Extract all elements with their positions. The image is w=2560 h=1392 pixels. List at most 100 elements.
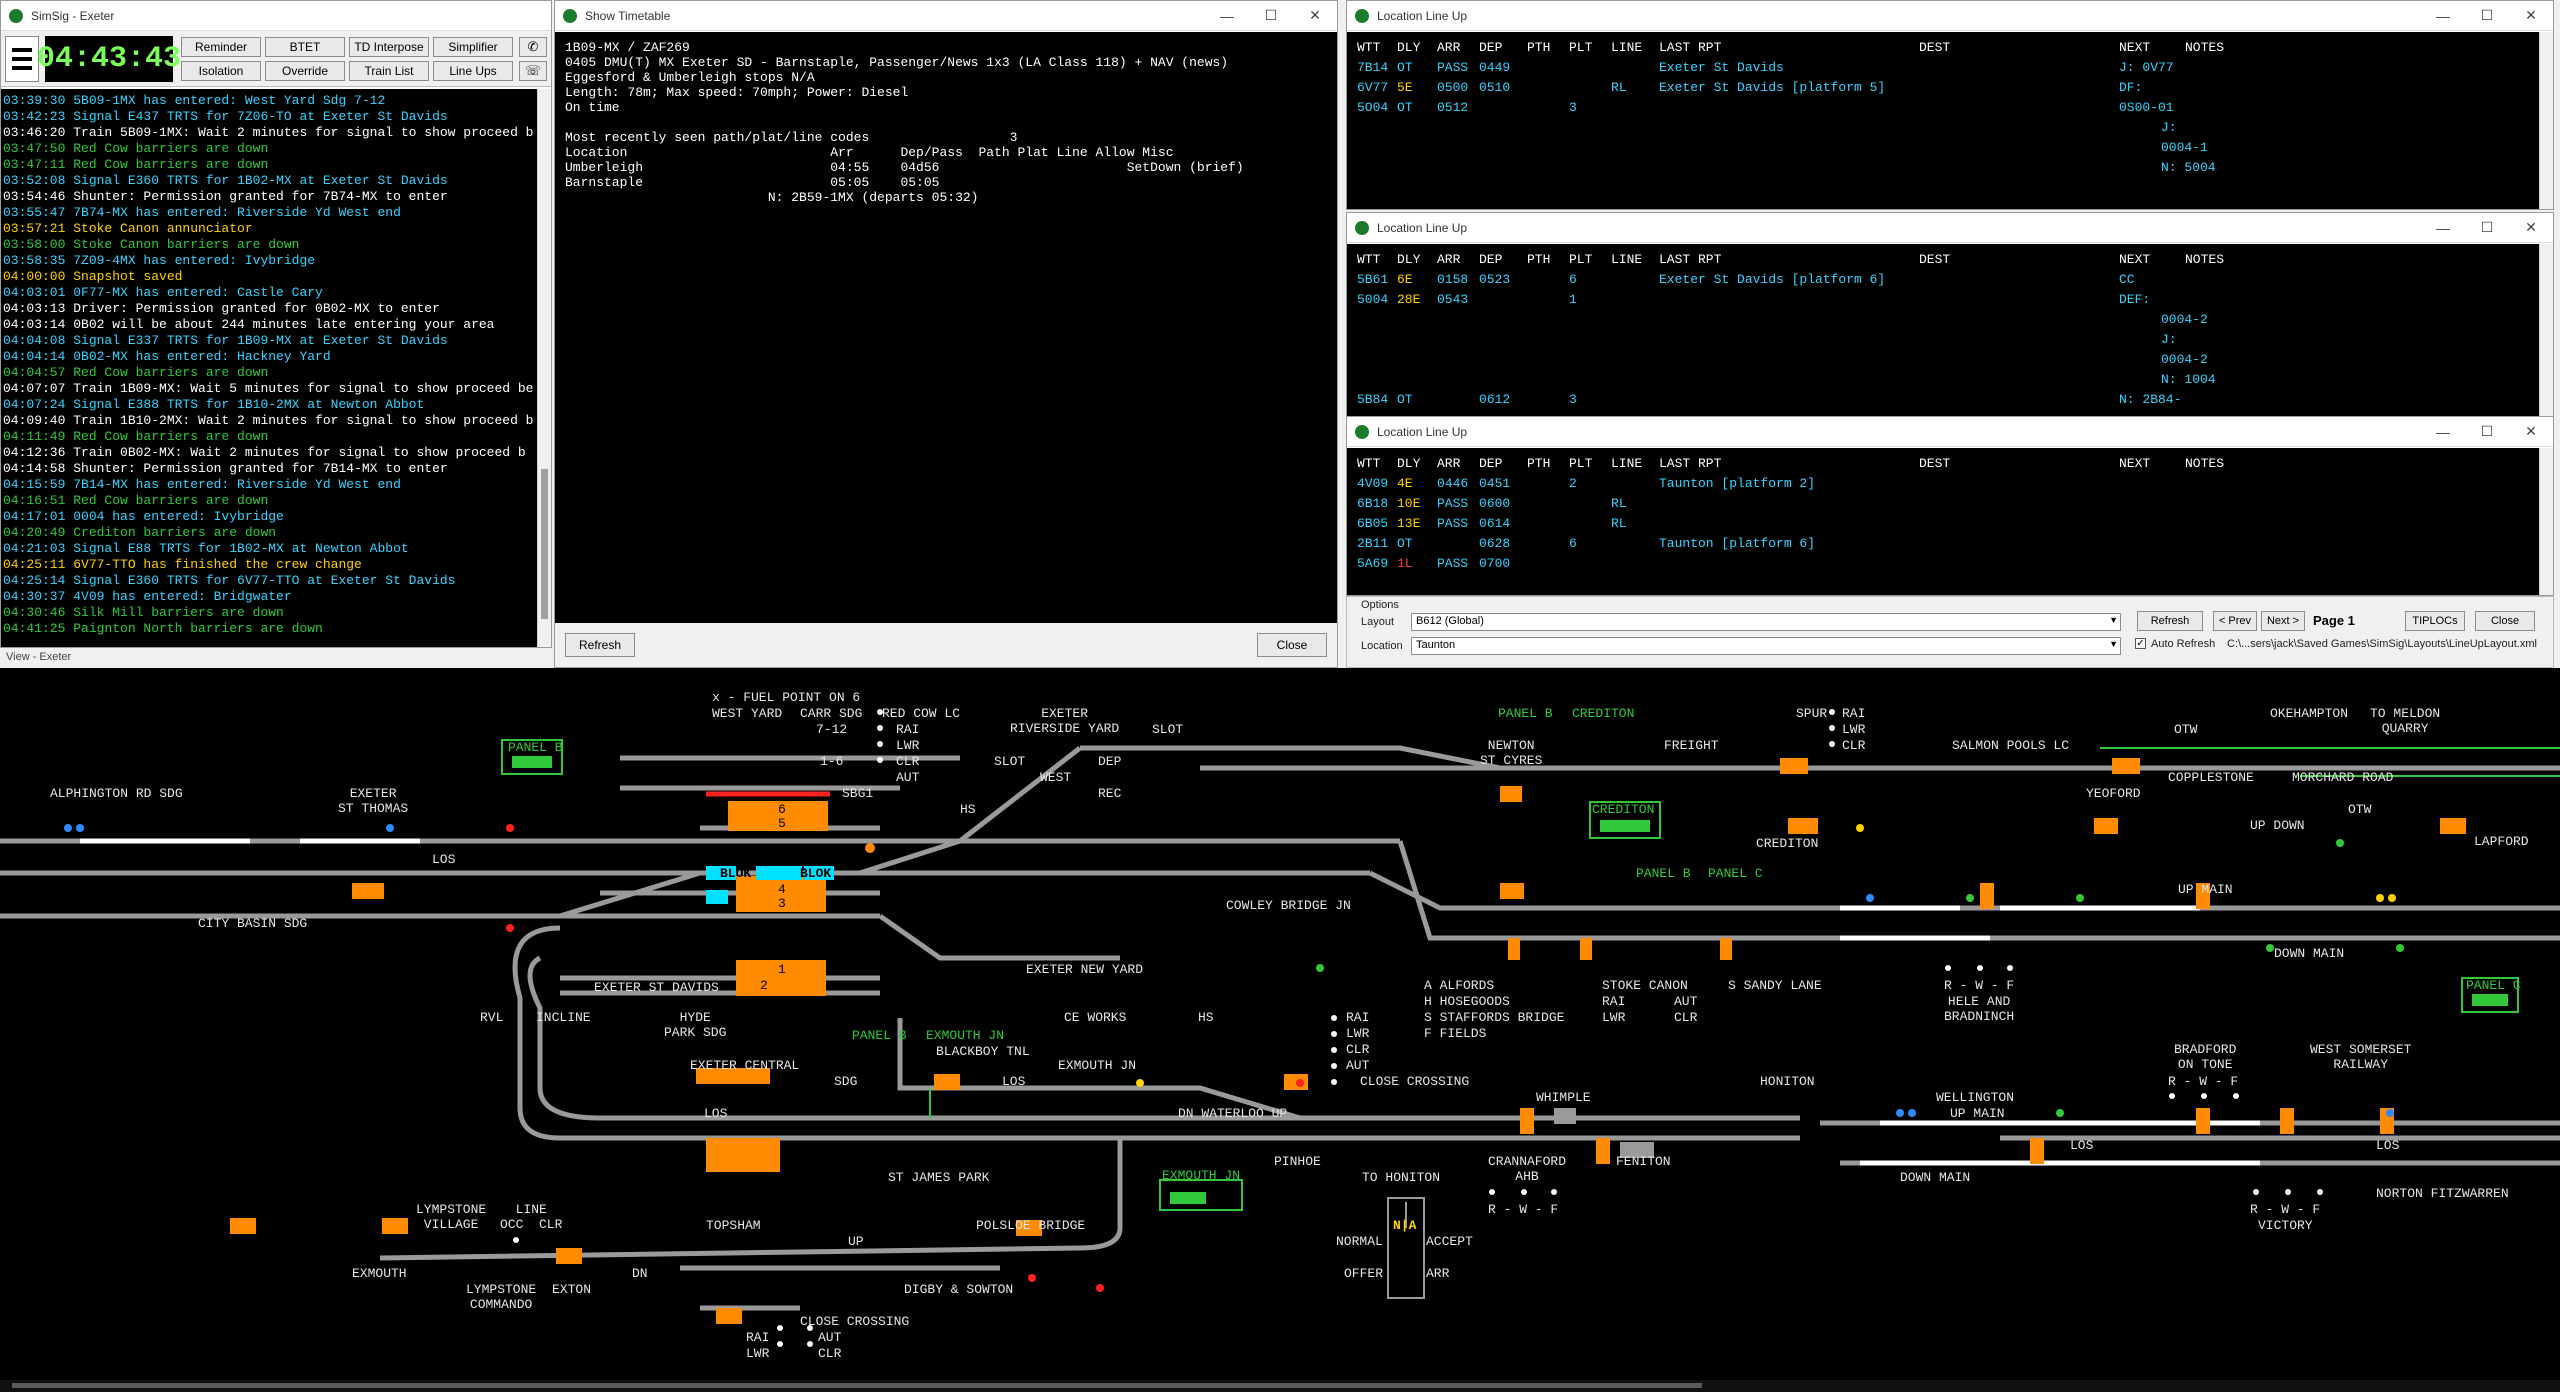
signalling-view[interactable]: x - FUEL POINT ON 6 WEST YARD CARR SDG 7… — [0, 668, 2560, 1392]
close-icon[interactable]: ✕ — [2525, 7, 2537, 23]
lineup-column-header[interactable]: DEP — [1479, 40, 1503, 55]
refresh-button[interactable]: Refresh — [565, 633, 635, 657]
block-nia[interactable]: N|A — [1393, 1218, 1417, 1233]
lineup-column-header[interactable]: NEXT — [2119, 40, 2151, 55]
lineup-scrollbar[interactable] — [2539, 32, 2553, 209]
lineup-column-header[interactable]: DLY — [1397, 252, 1421, 267]
lineup-column-header[interactable]: ARR — [1437, 456, 1461, 471]
lineup-column-header[interactable]: PLT — [1569, 40, 1593, 55]
lineup-column-header[interactable]: NOTES — [2185, 252, 2225, 267]
line-ups-button[interactable]: Line Ups — [433, 60, 513, 81]
reminder-button[interactable]: Reminder — [181, 36, 261, 57]
lineup-column-header[interactable]: LAST RPT — [1659, 456, 1722, 471]
lineup-column-header[interactable]: LAST RPT — [1659, 40, 1722, 55]
lineup-column-header[interactable]: NEXT — [2119, 456, 2151, 471]
lineup-scrollbar[interactable] — [2539, 244, 2553, 417]
lineup-column-header[interactable]: LINE — [1611, 40, 1643, 55]
simplifier-button[interactable]: Simplifier — [433, 36, 513, 57]
norton-fitzwarren-label: NORTON FITZWARREN — [2376, 1186, 2509, 1201]
panel-boxes — [501, 739, 2519, 1211]
timetable-titlebar[interactable]: Show Timetable — ☐ ✕ — [555, 1, 1337, 31]
menu-icon[interactable] — [5, 35, 39, 82]
lineup-column-header[interactable]: DEST — [1919, 40, 1951, 55]
lineup-column-header[interactable]: LINE — [1611, 252, 1643, 267]
copplestone-label: COPPLESTONE — [2168, 770, 2254, 785]
phone-icon[interactable]: ✆ — [519, 36, 547, 57]
lineup-column-header[interactable]: PTH — [1527, 456, 1551, 471]
lineup-column-header[interactable]: LAST RPT — [1659, 252, 1722, 267]
maximize-icon[interactable]: ☐ — [2480, 7, 2494, 23]
up-main-label-1: UP MAIN — [2178, 882, 2233, 897]
st-thomas-label: EXETER ST THOMAS — [338, 786, 409, 816]
lineup-column-header[interactable]: DEST — [1919, 252, 1951, 267]
train-list-button[interactable]: Train List — [349, 60, 429, 81]
tiplocs-button[interactable]: TIPLOCs — [2405, 611, 2465, 631]
lineup-column-header[interactable]: DEP — [1479, 252, 1503, 267]
phone-list-icon[interactable]: ☏ — [519, 60, 547, 81]
layout-select[interactable]: B612 (Global)▼ — [1411, 613, 2121, 631]
lineup-column-header[interactable]: WTT — [1357, 456, 1381, 471]
minimize-icon[interactable]: — — [2436, 423, 2450, 440]
lineup-titlebar[interactable]: Location Line Up — ☐ ✕ — [1347, 1, 2553, 31]
lineup-column-header[interactable]: DLY — [1397, 40, 1421, 55]
lineup-column-header[interactable]: WTT — [1357, 252, 1381, 267]
lineup-cell-dly: OT — [1397, 100, 1413, 115]
lineup-close-button[interactable]: Close — [2475, 611, 2535, 631]
lineup-column-header[interactable]: PTH — [1527, 40, 1551, 55]
lineup-titlebar[interactable]: Location Line Up — ☐ ✕ — [1347, 417, 2553, 447]
location-select[interactable]: Taunton▼ — [1411, 637, 2121, 655]
close-icon[interactable]: ✕ — [2525, 423, 2537, 439]
lineup-column-header[interactable]: ARR — [1437, 252, 1461, 267]
lineup-column-header[interactable]: NOTES — [2185, 456, 2225, 471]
lineup-column-header[interactable]: PTH — [1527, 252, 1551, 267]
close-icon[interactable]: ✕ — [1309, 7, 1321, 23]
btet-button[interactable]: BTET — [265, 36, 345, 57]
view-horizontal-scrollbar[interactable] — [0, 1380, 2560, 1392]
close-button[interactable]: Close — [1257, 633, 1327, 657]
lineup-column-header[interactable]: LINE — [1611, 456, 1643, 471]
log-scrollbar[interactable] — [537, 89, 551, 647]
auto-refresh-checkbox[interactable]: ✓ — [2135, 638, 2146, 649]
lineup-column-header[interactable]: NOTES — [2185, 40, 2225, 55]
prev-page-button[interactable]: < Prev — [2213, 611, 2257, 631]
panel-b-label-3: PANEL B — [1636, 866, 1691, 881]
override-button[interactable]: Override — [265, 60, 345, 81]
maximize-icon[interactable]: ☐ — [2480, 423, 2494, 439]
lineup-column-header[interactable]: PLT — [1569, 456, 1593, 471]
log-line: 04:17:01 0004 has entered: Ivybridge — [3, 509, 284, 524]
lineup-column-header[interactable]: PLT — [1569, 252, 1593, 267]
minimize-icon[interactable]: — — [1220, 7, 1234, 24]
lineup-titlebar[interactable]: Location Line Up — ☐ ✕ — [1347, 213, 2553, 243]
lineup-column-header[interactable]: DEST — [1919, 456, 1951, 471]
clock-window-titlebar[interactable]: SimSig - Exeter — [1, 1, 551, 31]
minimize-icon[interactable]: — — [2436, 219, 2450, 236]
minimize-icon[interactable]: — — [2436, 7, 2450, 24]
message-log[interactable]: 03:39:30 5B09-1MX has entered: West Yard… — [1, 89, 537, 647]
lineup-refresh-button[interactable]: Refresh — [2137, 611, 2203, 631]
td-interpose-button[interactable]: TD Interpose — [349, 36, 429, 57]
sim-clock[interactable]: 04:43:43 — [37, 35, 181, 82]
lineup-column-header[interactable]: DLY — [1397, 456, 1421, 471]
lineup-column-header[interactable]: NEXT — [2119, 252, 2151, 267]
maximize-icon[interactable]: ☐ — [2480, 219, 2494, 235]
lineup-column-header[interactable]: ARR — [1437, 40, 1461, 55]
lineup-column-header[interactable]: DEP — [1479, 456, 1503, 471]
maximize-icon[interactable]: ☐ — [1264, 7, 1278, 23]
isolation-button[interactable]: Isolation — [181, 60, 261, 81]
track-diagram[interactable] — [0, 668, 2560, 1392]
lineup-column-header[interactable]: WTT — [1357, 40, 1381, 55]
lineup-scrollbar[interactable] — [2539, 448, 2553, 595]
close-icon[interactable]: ✕ — [2525, 219, 2537, 235]
next-page-button[interactable]: Next > — [2261, 611, 2305, 631]
